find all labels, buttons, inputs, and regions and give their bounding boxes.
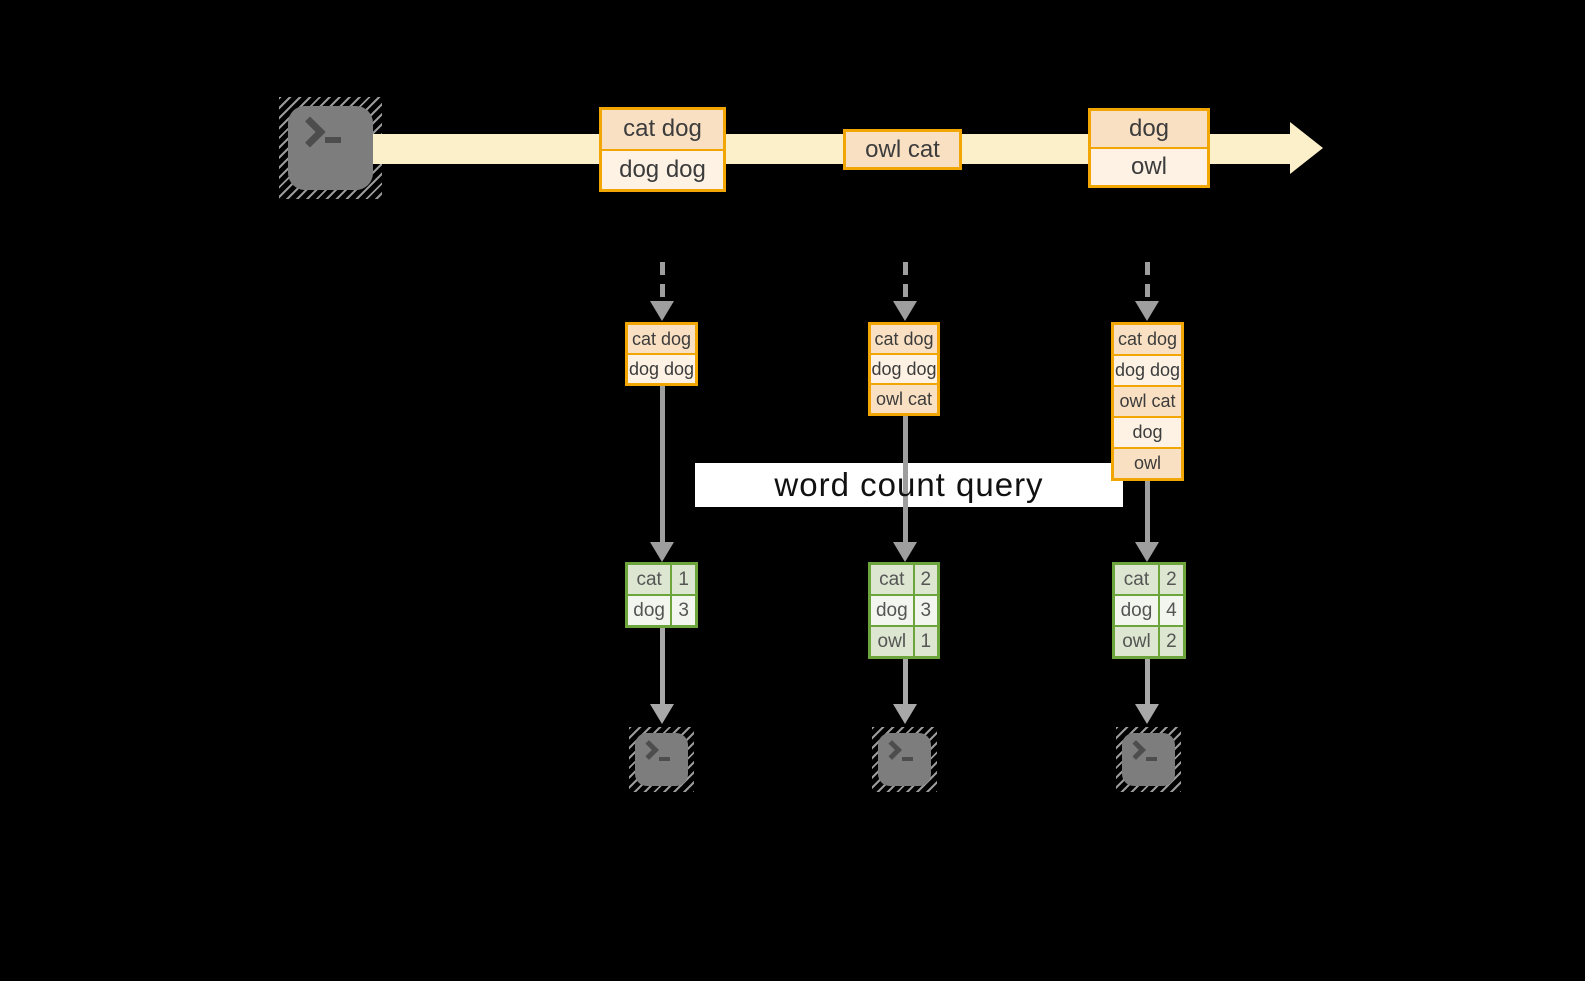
terminal-screen [635, 733, 688, 786]
input-table-2: cat dog dog dog owl cat [868, 322, 940, 416]
input-row: cat dog [871, 325, 937, 353]
result-to-output-arrowhead-icon [893, 704, 917, 724]
result-count-cell: 2 [914, 565, 937, 594]
input-row: dog dog [871, 353, 937, 383]
batch-to-input-arrowhead-icon [1135, 301, 1159, 321]
batch-to-input-arrow [660, 262, 665, 302]
terminal-prompt-chevron-icon [294, 116, 326, 148]
terminal-prompt-cursor-icon [659, 757, 670, 761]
batch-to-input-arrowhead-icon [893, 301, 917, 321]
query-label: word count query [774, 466, 1044, 503]
result-count-cell: 1 [672, 565, 695, 594]
result-word-cell: owl [1115, 627, 1158, 656]
result-word-cell: dog [871, 596, 913, 625]
terminal-prompt-chevron-icon [882, 740, 902, 760]
input-terminal-icon [279, 97, 382, 199]
result-to-output-arrow [660, 628, 665, 706]
batch-row: cat dog [602, 110, 723, 149]
stream-batch-2: owl cat [843, 129, 962, 170]
input-to-result-arrow [660, 385, 665, 544]
terminal-prompt-cursor-icon [902, 757, 913, 761]
output-terminal-icon-3 [1116, 727, 1181, 792]
output-terminal-icon-2 [872, 727, 937, 792]
input-row: dog dog [1114, 354, 1181, 385]
stream-batch-1: cat dog dog dog [599, 107, 726, 192]
output-terminal-icon-1 [629, 727, 694, 792]
input-row: owl cat [871, 383, 937, 413]
batch-to-input-arrow [1145, 262, 1150, 302]
batch-row: owl [1091, 147, 1207, 185]
terminal-prompt-chevron-icon [639, 740, 659, 760]
result-word-cell: dog [628, 596, 671, 625]
result-table-2: cat 2 dog 3 owl 1 [868, 562, 940, 659]
input-to-result-arrowhead-icon [1135, 542, 1159, 562]
result-count-cell: 2 [1159, 627, 1183, 656]
batch-row: dog [1091, 111, 1207, 147]
input-row: owl [1114, 447, 1181, 478]
stream-batch-3: dog owl [1088, 108, 1210, 188]
input-row: cat dog [628, 325, 695, 353]
result-word-cell: dog [1115, 596, 1158, 625]
batch-row: owl cat [846, 132, 959, 167]
result-to-output-arrow [903, 659, 908, 706]
input-row: dog dog [628, 353, 695, 383]
result-word-cell: cat [871, 565, 913, 594]
batch-to-input-arrowhead-icon [650, 301, 674, 321]
input-table-3: cat dog dog dog owl cat dog owl [1111, 322, 1184, 481]
terminal-prompt-cursor-icon [325, 137, 341, 143]
terminal-prompt-cursor-icon [1146, 757, 1157, 761]
result-word-cell: cat [628, 565, 671, 594]
result-count-cell: 3 [914, 596, 937, 625]
input-table-1: cat dog dog dog [625, 322, 698, 386]
terminal-screen [878, 733, 931, 786]
result-count-cell: 4 [1159, 596, 1183, 625]
result-count-cell: 2 [1159, 565, 1183, 594]
stream-timeline-arrowhead-icon [1290, 122, 1323, 174]
result-count-cell: 3 [672, 596, 695, 625]
input-to-result-arrow [1145, 479, 1150, 544]
result-table-3: cat 2 dog 4 owl 2 [1112, 562, 1186, 659]
input-to-result-arrowhead-icon [650, 542, 674, 562]
batch-row: dog dog [602, 148, 723, 189]
terminal-screen [288, 106, 373, 190]
input-row: cat dog [1114, 325, 1181, 354]
batch-to-input-arrow [903, 262, 908, 302]
result-count-cell: 1 [914, 627, 937, 656]
input-to-result-arrow [903, 414, 908, 544]
result-to-output-arrowhead-icon [1135, 704, 1159, 724]
input-row: dog [1114, 416, 1181, 447]
input-row: owl cat [1114, 385, 1181, 416]
input-to-result-arrowhead-icon [893, 542, 917, 562]
result-table-1: cat 1 dog 3 [625, 562, 698, 628]
query-label-box [695, 463, 1123, 507]
terminal-screen [1122, 733, 1175, 786]
result-to-output-arrowhead-icon [650, 704, 674, 724]
result-word-cell: owl [871, 627, 913, 656]
terminal-prompt-chevron-icon [1126, 740, 1146, 760]
result-word-cell: cat [1115, 565, 1158, 594]
result-to-output-arrow [1145, 659, 1150, 706]
